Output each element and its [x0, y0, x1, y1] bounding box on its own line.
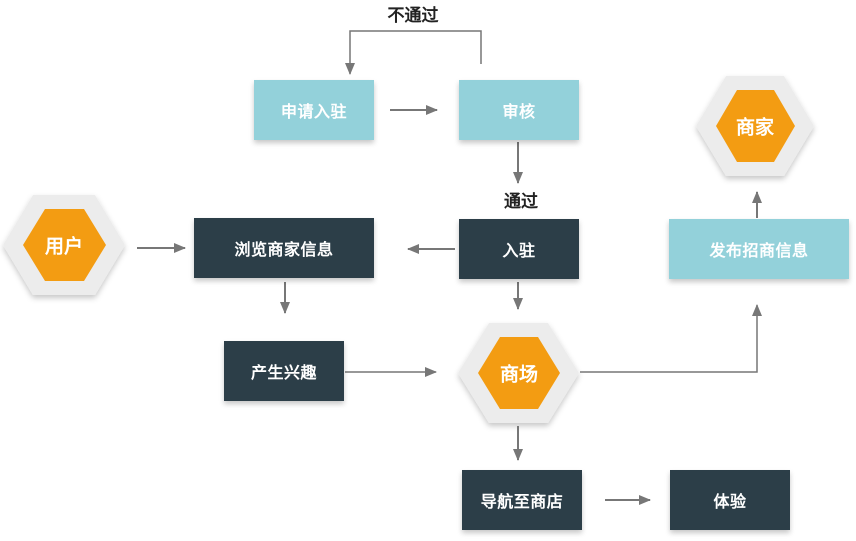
navigate-to-store-node: 导航至商店	[462, 470, 582, 530]
user-hex-label: 用户	[44, 235, 84, 258]
browse-merchant-info-node: 浏览商家信息	[194, 218, 374, 278]
publish-recruitment-info-node: 发布招商信息	[669, 219, 849, 279]
not-passed-label: 不通过	[387, 6, 439, 26]
arrow-mall-to-publish	[580, 304, 762, 373]
review-node: 审核	[459, 80, 579, 140]
apply-join-node: 申请入驻	[254, 80, 374, 140]
merchant-hexagon-inner	[716, 90, 795, 162]
arrow-not-passed-loop	[345, 30, 482, 75]
merchant-hex-label: 商家	[735, 116, 775, 139]
passed-label: 通过	[504, 192, 538, 212]
user-hexagon-inner	[23, 209, 106, 281]
mall-hexagon-inner	[478, 337, 560, 409]
experience-node: 体验	[670, 470, 790, 530]
interest-node: 产生兴趣	[224, 341, 344, 401]
mall-hex-label: 商场	[499, 363, 539, 386]
join-node: 入驻	[459, 219, 579, 279]
